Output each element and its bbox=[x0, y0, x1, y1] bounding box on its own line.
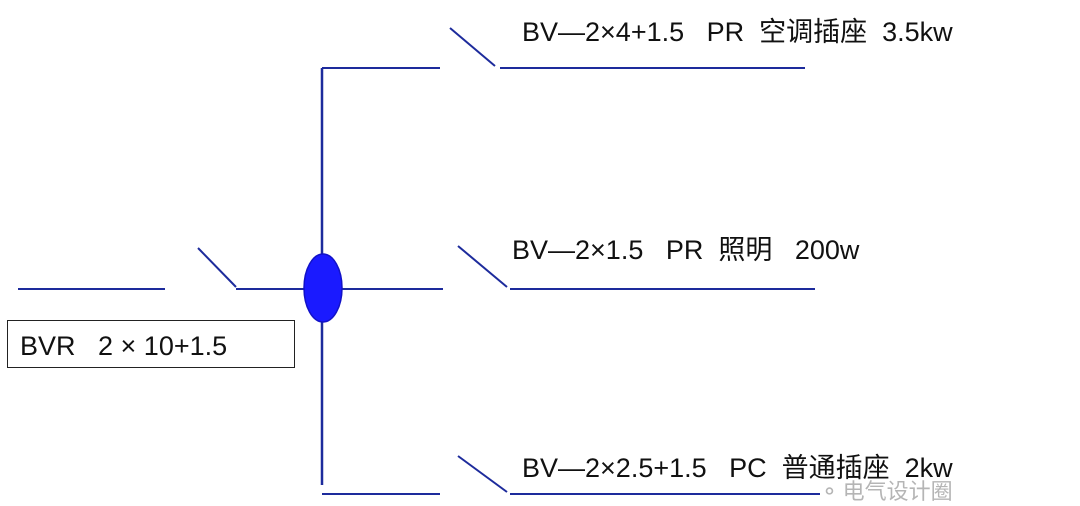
branch-1-label: BV—2×4+1.5 PR 空调插座 3.5kw bbox=[522, 17, 953, 47]
branch-2-label: BV—2×1.5 PR 照明 200w bbox=[512, 235, 860, 265]
main-switch-blade bbox=[197, 247, 237, 288]
branch-3-label: BV—2×2.5+1.5 PC 普通插座 2kw bbox=[522, 453, 953, 483]
watermark-text: 电气设计圈 bbox=[842, 479, 953, 504]
watermark: ⚬电气设计圈 bbox=[808, 448, 953, 506]
branch-3-switch-blade bbox=[457, 455, 508, 493]
wechat-icon: ⚬ bbox=[820, 479, 839, 504]
branch-1-switch-blade bbox=[449, 27, 496, 67]
feeder-cable-box: BVR 2 × 10+1.5 bbox=[7, 320, 295, 368]
branch-2-switch-blade bbox=[457, 245, 508, 288]
feeder-cable-label: BVR 2 × 10+1.5 bbox=[20, 331, 228, 361]
junction-node bbox=[303, 253, 343, 323]
